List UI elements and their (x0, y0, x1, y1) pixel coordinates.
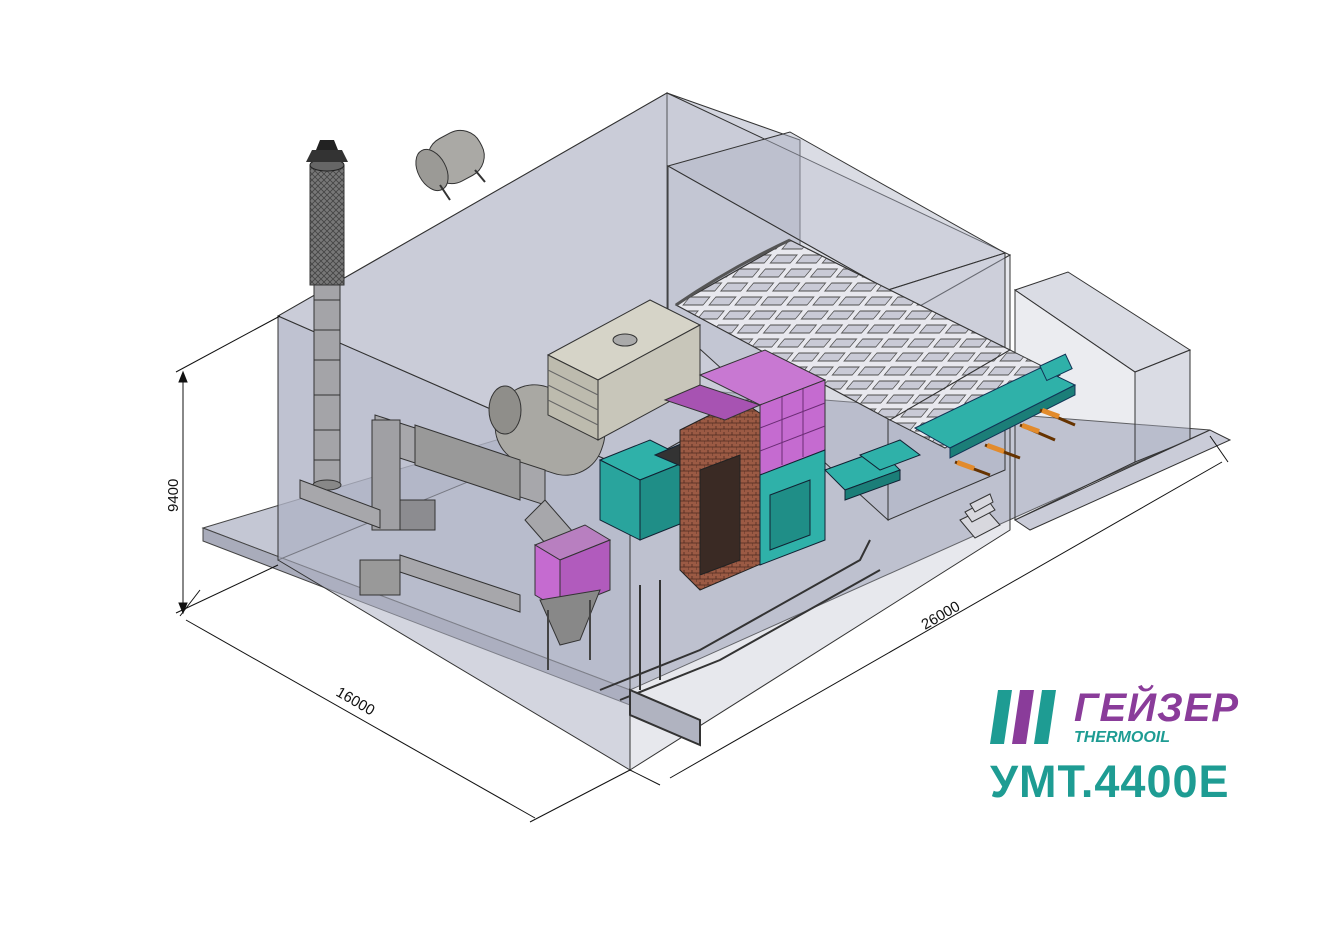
annex (1013, 271, 1232, 531)
geyser-logo-mark-icon (990, 690, 1056, 744)
length-dimension-label: 26000 (919, 598, 964, 634)
width-dimension-label: 16000 (333, 684, 378, 720)
thermal-oil-tank (546, 299, 702, 441)
brand-name: ГЕЙЗЕР (1074, 686, 1240, 730)
chimney-stack (306, 140, 348, 491)
air-receiver-tank (415, 129, 486, 201)
flue-gas-duct (299, 414, 581, 613)
fuel-feed-duct (824, 439, 922, 501)
length-dim-line (669, 461, 1223, 779)
model-number: УМТ.4400Е (990, 756, 1230, 807)
furnace-brick (679, 399, 771, 591)
height-dimension-label: 9400 (165, 479, 182, 512)
brand-subtitle: THERMOOIL (1074, 729, 1170, 746)
boiler-teal-lower (759, 449, 826, 566)
ash-cyclone-filter (533, 524, 612, 670)
stairs (959, 493, 1001, 539)
width-dim-line (185, 619, 536, 819)
fuel-conveyor (913, 353, 1077, 477)
company-logo: ГЕЙЗЕР THERMOOIL УМТ.4400Е (990, 686, 1250, 806)
boiler-magenta-module (663, 349, 827, 476)
steel-frame (599, 539, 881, 747)
dimension-lines (175, 315, 1229, 823)
